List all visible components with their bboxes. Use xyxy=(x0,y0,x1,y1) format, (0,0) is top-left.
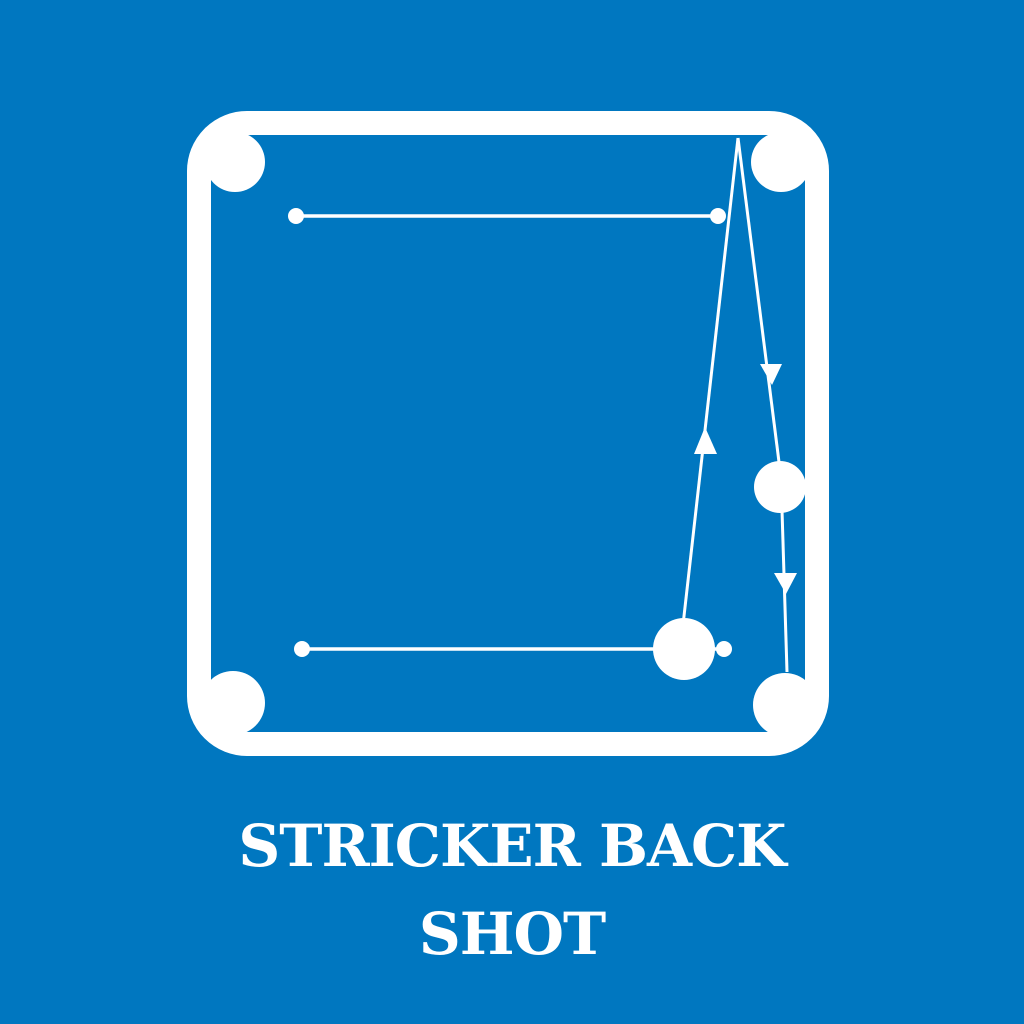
pocket-bottom-right xyxy=(753,673,817,737)
caption: STRICKER BACK SHOT xyxy=(0,802,1024,978)
pocket-bottom-left xyxy=(201,671,265,735)
arrow-down-icon xyxy=(774,573,797,594)
pocket-top-right xyxy=(751,132,811,192)
board-frame xyxy=(187,111,829,756)
top-baseline-start-dot xyxy=(288,208,304,224)
caption-line-1: STRICKER BACK xyxy=(238,812,786,880)
bottom-baseline-end-dot xyxy=(716,641,732,657)
arrow-down-icon xyxy=(760,364,782,385)
striker xyxy=(653,618,715,680)
target-coin xyxy=(754,461,806,513)
top-baseline xyxy=(288,208,726,224)
bottom-baseline-start-dot xyxy=(294,641,310,657)
pocket-top-left xyxy=(205,132,265,192)
striker-rebound-path xyxy=(736,137,781,463)
arrow-up-icon xyxy=(694,427,717,454)
striker-outgoing-path xyxy=(681,137,740,626)
top-baseline-end-dot xyxy=(710,208,726,224)
caption-line-2: SHOT xyxy=(418,900,606,968)
carrom-board-icon xyxy=(187,111,829,756)
